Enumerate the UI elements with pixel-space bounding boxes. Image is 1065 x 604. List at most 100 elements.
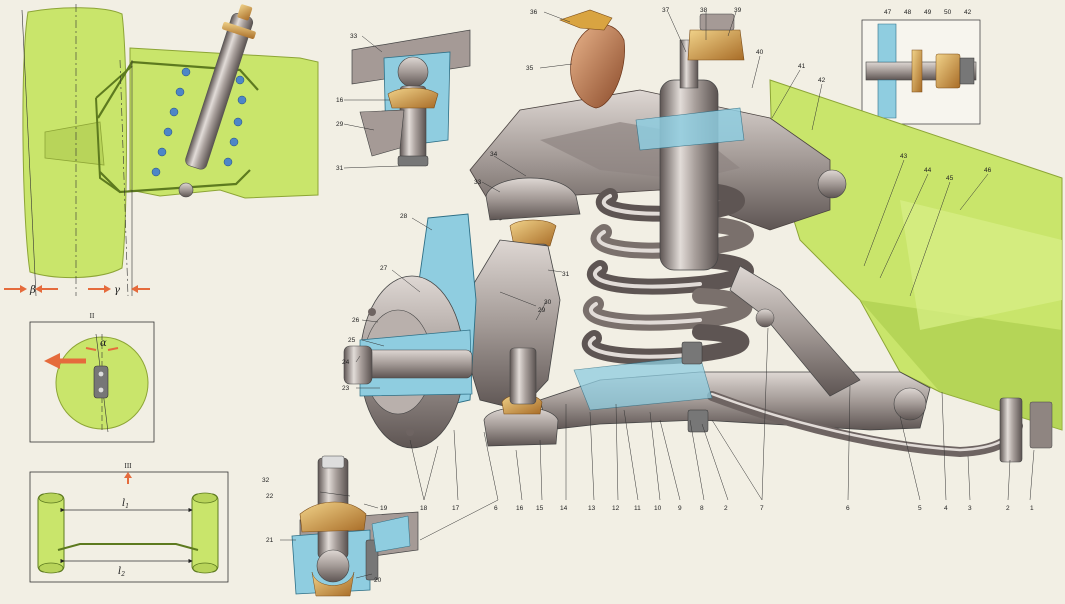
lower-ball-joint-inset — [178, 182, 194, 198]
beta-arrow-right-head — [35, 285, 42, 293]
callout-45: 45 — [946, 175, 954, 182]
steering-knuckle-outline — [95, 65, 133, 193]
dimension-l1-label: l1 — [122, 498, 129, 510]
callout-41: 41 — [798, 63, 806, 70]
lower-joint-pin — [509, 347, 537, 405]
lower-boot — [299, 501, 367, 533]
wheel-stud-bottom — [406, 428, 414, 436]
forward-arrow-III-head — [124, 472, 132, 478]
angle-alpha-label: α — [100, 338, 107, 349]
arm-link-bracket — [371, 515, 411, 553]
callout-29: 29 — [538, 307, 546, 314]
callout-24: 24 — [342, 359, 350, 366]
stabilizer-mount — [1029, 401, 1053, 449]
lower-arm-pivot-bolt — [893, 387, 927, 421]
angle-beta-label: β — [29, 285, 36, 296]
callout-6: 6 — [846, 505, 850, 512]
alpha-arrow-right — [107, 347, 119, 351]
view-II-frame — [29, 321, 155, 443]
callout-13: 13 — [588, 505, 596, 512]
callout-48: 48 — [904, 9, 912, 16]
ball-pin-head — [397, 56, 429, 88]
callout-9: 9 — [678, 505, 682, 512]
wheel-right-III — [191, 492, 219, 574]
spindle-end — [959, 57, 975, 85]
lower-arm-outline — [99, 169, 251, 194]
inset-hub-bearing-nut — [861, 19, 981, 125]
hub-cap — [343, 345, 373, 385]
buffer-bracket — [559, 9, 613, 31]
callout-7: 7 — [760, 505, 764, 512]
hub-section-lower — [877, 79, 897, 119]
callout-19: 19 — [380, 505, 388, 512]
callout-8: 8 — [700, 505, 704, 512]
inset-view-II: II α — [29, 312, 155, 443]
callout-12: 12 — [612, 505, 620, 512]
wheel-left-III — [37, 492, 65, 574]
gamma-arrow-right-head — [131, 285, 138, 293]
lower-ball-head — [316, 549, 350, 583]
tie-rod-III — [57, 543, 199, 551]
bracket-bolt-a — [681, 341, 703, 365]
callout-15: 15 — [536, 505, 544, 512]
upper-ball-joint — [485, 177, 581, 221]
callout-30: 30 — [544, 299, 552, 306]
gamma-arrow-left-head — [104, 285, 111, 293]
pin-nut — [397, 155, 429, 167]
knuckle-arm-section — [359, 109, 405, 157]
callout-43: 43 — [900, 153, 908, 160]
hub-plate-II — [93, 365, 109, 399]
hub-section-upper — [877, 23, 897, 63]
spring-lower-cup — [573, 355, 713, 411]
callout-46: 46 — [984, 167, 992, 174]
lower-arm-rear-link — [729, 265, 861, 397]
camber-line — [21, 9, 37, 297]
callout-26: 26 — [352, 317, 360, 324]
upper-joint-boot — [509, 219, 557, 247]
callout-5: 5 — [918, 505, 922, 512]
callout-31b: 31 — [336, 165, 344, 172]
inset-view-III: III l1 l2 — [29, 462, 229, 583]
callout-4: 4 — [944, 505, 948, 512]
callout-16b: 16 — [336, 97, 344, 104]
inset-lower-ball-joint — [291, 455, 419, 597]
callout-numbers: 1 2 3 4 5 6 7 2 8 9 10 11 12 13 14 15 16… — [262, 7, 1034, 584]
callout-34: 34 — [490, 151, 498, 158]
callout-50: 50 — [944, 9, 952, 16]
main-suspension-assembly — [343, 9, 1063, 463]
lower-liner — [311, 571, 355, 597]
callout-1: 1 — [1030, 505, 1034, 512]
hub-bolt-b — [98, 387, 104, 393]
view-II-label: II — [90, 312, 95, 320]
callout-44: 44 — [924, 167, 932, 174]
callout-40: 40 — [756, 49, 764, 56]
callout-29b: 29 — [336, 121, 344, 128]
callout-42: 42 — [818, 77, 826, 84]
shock-absorber-body — [659, 79, 719, 271]
side-member-shadow — [860, 300, 1062, 430]
callout-14: 14 — [560, 505, 568, 512]
lower-bolt — [365, 539, 379, 581]
callout-25: 25 — [348, 337, 356, 344]
stabilizer-bracket — [999, 397, 1023, 463]
callout-27: 27 — [380, 265, 388, 272]
wheel-hub — [44, 121, 105, 166]
dimension-l2-label: l2 — [118, 566, 125, 578]
callout-38: 38 — [700, 7, 708, 14]
callout-33: 33 — [474, 179, 482, 186]
callout-3: 3 — [968, 505, 972, 512]
inset-wheel-geometry: β γ — [4, 4, 319, 297]
shock-absorber-inset — [185, 4, 256, 170]
callout-47: 47 — [884, 9, 892, 16]
callout-33b: 33 — [350, 33, 358, 40]
callout-10: 10 — [654, 505, 662, 512]
callout-17: 17 — [452, 505, 460, 512]
callout-37: 37 — [662, 7, 670, 14]
spring-upper-seat — [635, 107, 745, 151]
callout-42b: 42 — [964, 9, 972, 16]
callout-28: 28 — [400, 213, 408, 220]
callout-36: 36 — [530, 9, 538, 16]
callout-leaders — [280, 11, 1035, 579]
travel-arrow-II-head — [44, 353, 60, 369]
